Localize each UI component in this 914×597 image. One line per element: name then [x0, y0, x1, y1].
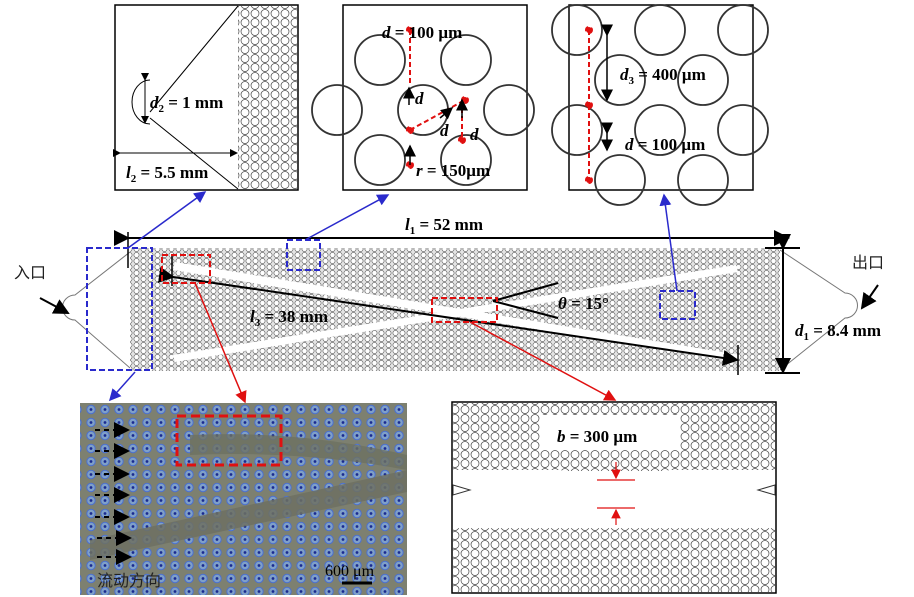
main-chip: 入口 出口 l1 = 52 mm l3 = 38 mm θ = 15° d1 =…: [14, 191, 884, 404]
d3-label: d3 = 400 μm: [620, 65, 706, 87]
inset-pillars: d = 100 μm d d d r = 150μm: [311, 4, 535, 191]
d2-label: d2 = 1 mm: [150, 93, 223, 115]
l1-label: l1 = 52 mm: [405, 215, 483, 237]
inset-crossing: b = 300 μm: [451, 401, 777, 594]
inset-inlet: d2 = 1 mm l2 = 5.5 mm: [113, 4, 299, 191]
d-mark: d: [415, 89, 424, 108]
d-mark: d: [470, 125, 479, 144]
r-label: r = 150μm: [416, 161, 490, 180]
d-mark: d: [440, 121, 449, 140]
scale-bar-label: 600 μm: [325, 563, 375, 580]
l2-label: l2 = 5.5 mm: [126, 163, 208, 185]
d1-label: d1 = 8.4 mm: [795, 321, 881, 343]
outlet-label: 出口: [852, 253, 884, 272]
flow-direction-label: 流动方向: [97, 571, 161, 590]
d-label: d = 100 μm: [625, 135, 705, 154]
inlet-label: 入口: [14, 263, 46, 282]
l3-label: l3 = 38 mm: [250, 307, 328, 329]
d-label: d = 100 μm: [382, 23, 462, 42]
experiment-photo: 流动方向 600 μm: [80, 403, 407, 595]
inset-spacing: d3 = 400 μm d = 100 μm: [551, 4, 769, 206]
b-label: b = 300 μm: [557, 427, 637, 446]
theta-label: θ = 15°: [558, 294, 609, 313]
